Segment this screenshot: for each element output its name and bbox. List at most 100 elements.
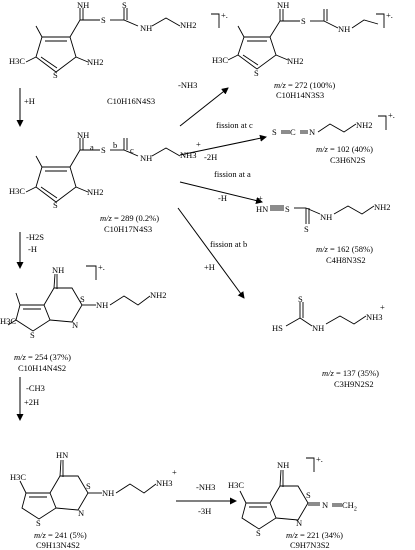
parent-s1-label: S	[101, 15, 106, 25]
s272-ch3-label: H3C	[212, 55, 229, 65]
s254-ring-s-label: S	[30, 330, 35, 340]
parent-formula: C10H16N4S3	[107, 96, 156, 106]
s241-hn-label: HN	[56, 450, 69, 460]
s137-formula: C3H9N2S2	[334, 379, 374, 389]
bond-b-label: b	[113, 140, 118, 150]
s137-nh-label: NH	[312, 323, 325, 333]
s221-formula: C9H7N3S2	[290, 540, 330, 550]
parent-nh-label: NH	[77, 0, 90, 10]
ch3-sub-label: +2H	[24, 397, 40, 407]
protonated-mz: m/z = 289 (0.2%)	[100, 213, 160, 223]
s221-mz: m/z = 221 (34%)	[286, 530, 343, 540]
structure-demethylated	[19, 459, 157, 520]
structure-protonated	[25, 138, 181, 203]
protonated-nh2-label: NH2	[87, 187, 104, 197]
s254-s-label: S	[80, 294, 85, 304]
s272-mz: m/z = 272 (100%)	[274, 80, 336, 90]
structure-cyclized	[7, 265, 151, 332]
s162-hn-label: HN	[256, 204, 269, 214]
protonated-nh-chain-label: NH	[140, 153, 153, 163]
loss-nh3-label: -NH3	[178, 80, 198, 90]
parent-nh2-tail-label: NH2	[180, 20, 197, 30]
fission-b-label: fission at b	[210, 239, 248, 249]
s254-nh2-label: NH2	[150, 290, 167, 300]
s102-s-label: S	[272, 127, 277, 137]
s272-nh2-label: NH2	[287, 56, 304, 66]
s272-ring-s-label: S	[254, 68, 259, 78]
s162-s-label: S	[285, 204, 290, 214]
s241-s-label: S	[86, 481, 91, 491]
parent-nh2-chain-label: NH	[140, 23, 153, 33]
parent-ch3-label: H3C	[9, 56, 26, 66]
fission-a-sub-label: -H	[218, 193, 227, 203]
structure-parent	[25, 8, 220, 73]
fission-b-sub-label: +H	[204, 262, 215, 272]
s162-plus-label: +	[258, 193, 263, 203]
s102-plus-label: +.	[388, 110, 395, 120]
s241-mz: m/z = 241 (5%)	[34, 530, 87, 540]
s162-mz: m/z = 162 (58%)	[316, 244, 373, 254]
arrow-fission-a	[179, 181, 263, 204]
h2s-label: -H2S	[26, 232, 44, 242]
arrow-fission-c	[179, 134, 267, 156]
parent-nh2-ring-label: NH2	[87, 57, 104, 67]
s221-n-chain-label: N	[322, 500, 329, 510]
s162-formula: C4H8N3S2	[326, 255, 366, 265]
s137-hs-label: HS	[272, 323, 283, 333]
s221-s-label: S	[306, 490, 311, 500]
s254-mz: m/z = 254 (37%)	[14, 352, 71, 362]
s221-ch3-label: H3C	[228, 480, 245, 490]
parent-s2-label: S	[122, 0, 127, 10]
s241-plus-label: +	[172, 467, 177, 477]
s137-mz: m/z = 137 (35%)	[322, 368, 379, 378]
s221-hn-label: NH	[277, 460, 290, 470]
s272-nh-label: NH	[277, 0, 290, 10]
protonated-nh-label: NH	[77, 130, 90, 140]
bond-a-label: a	[90, 142, 94, 152]
s221-c-label: CH2	[342, 500, 357, 513]
protonated-s-label: S	[101, 145, 106, 155]
s254-charge-label: +.	[98, 262, 105, 272]
arrow-fission-b	[177, 207, 245, 299]
structure-221	[239, 457, 342, 530]
s102-formula: C3H6N2S	[330, 155, 366, 165]
s272-s-label: S	[301, 16, 306, 26]
final-label-1: -NH3	[196, 482, 216, 492]
s102-c-label: C	[290, 127, 296, 137]
s254-nh-label: NH	[52, 265, 65, 275]
final-label-2: -3H	[198, 506, 212, 516]
fission-a-label: fission at a	[214, 169, 251, 179]
structure-272	[227, 9, 385, 70]
protonation-label: +H	[24, 96, 35, 106]
s221-charge-label: +.	[316, 454, 323, 464]
ch3-label: -CH3	[26, 383, 45, 393]
fission-c-label: fission at c	[216, 120, 253, 130]
s221-ring-s-label: S	[256, 528, 261, 538]
s272-nh-chain-label: NH	[338, 24, 351, 34]
arrows	[16, 87, 267, 505]
s162-s2-label: S	[304, 224, 309, 234]
structure-137	[285, 302, 367, 327]
protonated-ch3-label: H3C	[9, 186, 26, 196]
fission-c-sub-label: -2H	[204, 152, 218, 162]
s102-nh2-label: NH2	[356, 120, 373, 130]
s272-formula: C10H14N3S3	[276, 90, 325, 100]
s162-nh2-label: NH2	[374, 202, 391, 212]
s137-s-label: S	[298, 294, 303, 304]
s254-n-label: N	[72, 320, 79, 330]
s272-charge-label: +.	[386, 10, 393, 20]
s137-nh3-label: NH3	[366, 312, 383, 322]
structure-102	[281, 115, 387, 134]
s254-formula: C10H14N4S2	[18, 363, 67, 373]
arrow-loss-nh3	[179, 87, 229, 127]
protonated-nh3-label: NH3	[180, 150, 197, 160]
s241-formula: C9H13N4S2	[36, 540, 80, 550]
h2s-sub-label: -H	[28, 244, 37, 254]
s254-ch3-label: H3C	[0, 316, 17, 326]
s254-nh-chain-label: NH	[96, 300, 109, 310]
s241-n-label: N	[78, 508, 85, 518]
s241-ch3-label: H3C	[10, 472, 27, 482]
s102-mz: m/z = 102 (40%)	[316, 144, 373, 154]
protonated-ring-s-label: S	[53, 200, 58, 210]
